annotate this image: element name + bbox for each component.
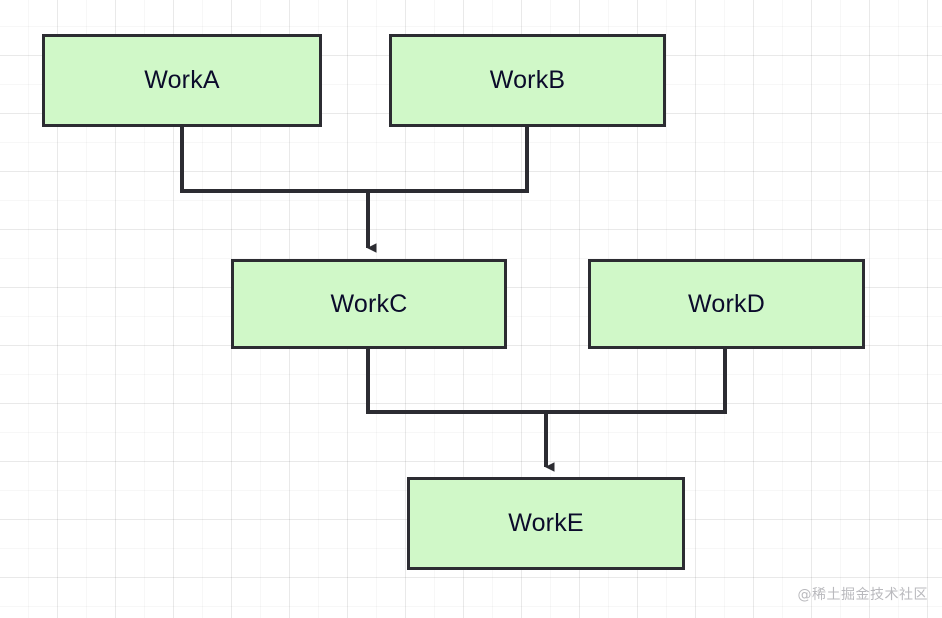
edge-workA-to-workC — [180, 126, 368, 193]
node-label: WorkA — [144, 66, 220, 94]
node-workB[interactable]: WorkB — [389, 34, 666, 127]
edge-workB-to-workC — [368, 126, 529, 193]
node-label: WorkE — [508, 509, 584, 537]
node-workE[interactable]: WorkE — [407, 477, 685, 570]
edge-workC-to-workE — [366, 349, 546, 414]
node-label: WorkB — [489, 66, 566, 94]
edge-workD-to-workE — [546, 349, 727, 414]
node-workC[interactable]: WorkC — [231, 259, 507, 349]
node-workA[interactable]: WorkA — [42, 34, 322, 127]
node-workD[interactable]: WorkD — [588, 259, 865, 349]
node-label: WorkC — [330, 289, 408, 318]
watermark: @稀土掘金技术社区 — [797, 587, 928, 603]
node-label: WorkD — [688, 289, 765, 318]
